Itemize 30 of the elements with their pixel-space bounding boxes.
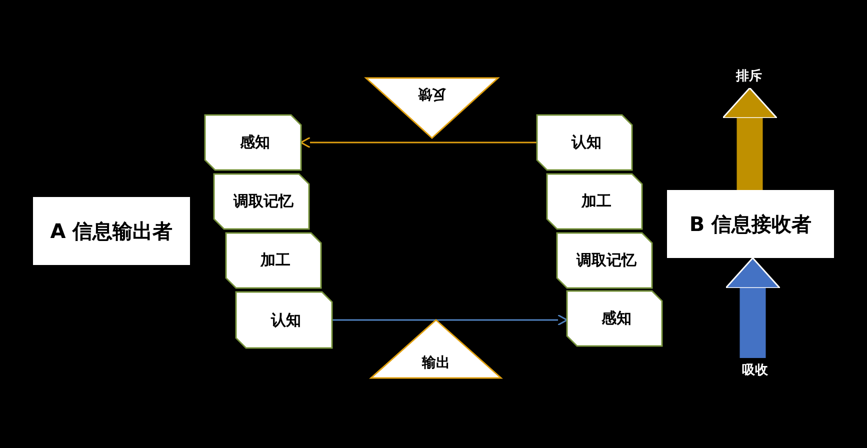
- triangle-marker: [371, 320, 501, 378]
- step-label: 加工: [259, 251, 290, 270]
- role-label: B 信息接收者: [689, 210, 812, 238]
- step-label: 感知: [600, 309, 632, 328]
- process-card: [214, 174, 309, 229]
- outcome-label: 排斥: [722, 64, 776, 88]
- outcome-label: 吸收: [728, 358, 782, 382]
- arrow: [332, 314, 568, 326]
- block-arrow: [725, 257, 780, 358]
- block-arrow: [722, 87, 778, 190]
- process-card: [236, 292, 332, 348]
- role-box: [667, 190, 834, 258]
- process-card: [226, 233, 321, 288]
- step-label: 调取记忆: [575, 251, 636, 270]
- step-label: 感知: [239, 133, 270, 152]
- arrow: [300, 136, 537, 148]
- step-label: 加工: [580, 192, 612, 211]
- process-card: [547, 174, 642, 229]
- step-label: 认知: [570, 133, 602, 152]
- process-card: [567, 291, 662, 346]
- process-card: [557, 233, 652, 288]
- process-card: [537, 115, 632, 170]
- role-label: A 信息输出者: [50, 218, 173, 244]
- triangle-marker: [366, 78, 498, 138]
- triangle-label: 反馈: [418, 85, 446, 103]
- process-card: [205, 115, 301, 170]
- step-label: 认知: [270, 310, 301, 330]
- triangle-label: 输出: [422, 354, 450, 372]
- role-box: [33, 197, 190, 265]
- step-label: 调取记忆: [232, 192, 294, 211]
